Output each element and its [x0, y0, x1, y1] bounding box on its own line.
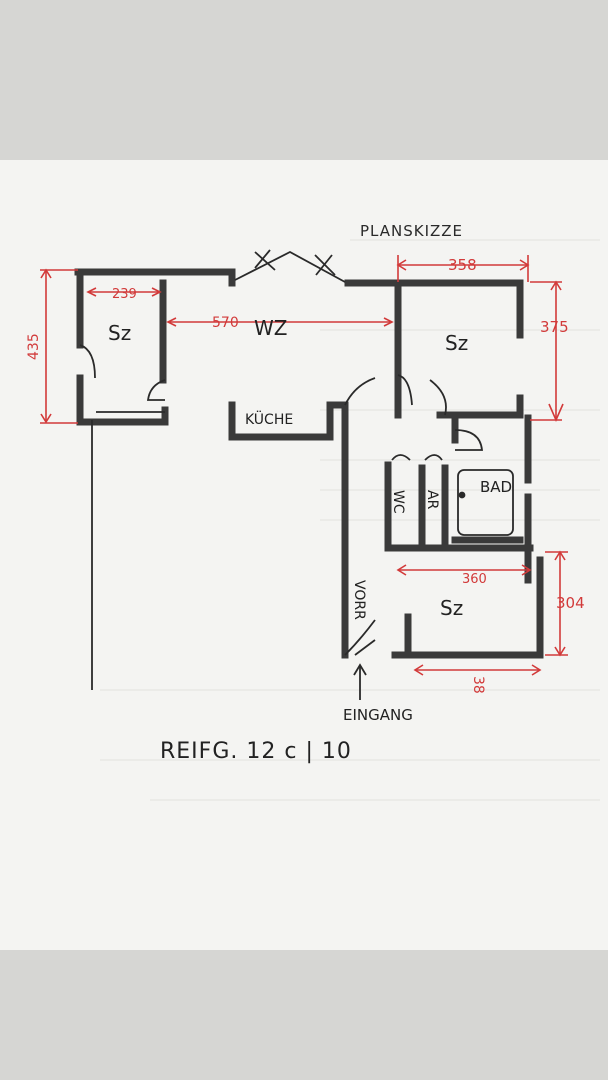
- dim-wz-width: 570: [212, 315, 239, 331]
- room-label-ar: AR: [424, 490, 440, 510]
- room-label-bad: BAD: [480, 478, 512, 496]
- room-label-sz-left: Sz: [108, 321, 131, 345]
- dim-left-width: 239: [112, 287, 137, 302]
- plan-title: PLANSKIZZE: [360, 222, 463, 240]
- door-arcs: [79, 344, 483, 656]
- footer-reference: REIFG. 12 c | 10: [160, 739, 352, 764]
- dim-left-height: 435: [26, 333, 42, 360]
- room-label-wz: WZ: [254, 316, 287, 340]
- dim-bottom-width: 360: [462, 572, 487, 587]
- room-label-sz-right: Sz: [445, 331, 468, 355]
- dimension-lines: [40, 255, 568, 676]
- room-label-kueche: KÜCHE: [245, 410, 293, 428]
- dim-bottom-height: 304: [556, 594, 585, 612]
- window-symbol: [234, 249, 346, 283]
- label-eingang: EINGANG: [343, 706, 413, 724]
- dim-top-right-width: 358: [448, 256, 477, 274]
- room-label-wc: WC: [390, 490, 406, 514]
- room-label-sz-bottom: Sz: [440, 596, 463, 620]
- dim-right-height: 375: [540, 318, 569, 336]
- faint-form-background: [100, 239, 600, 801]
- dim-bottom-small: 38: [470, 676, 486, 694]
- room-label-vorr: VORR: [351, 580, 367, 620]
- walls: [74, 268, 544, 690]
- bathtub: [457, 469, 514, 536]
- entrance-arrow-icon: [353, 663, 367, 700]
